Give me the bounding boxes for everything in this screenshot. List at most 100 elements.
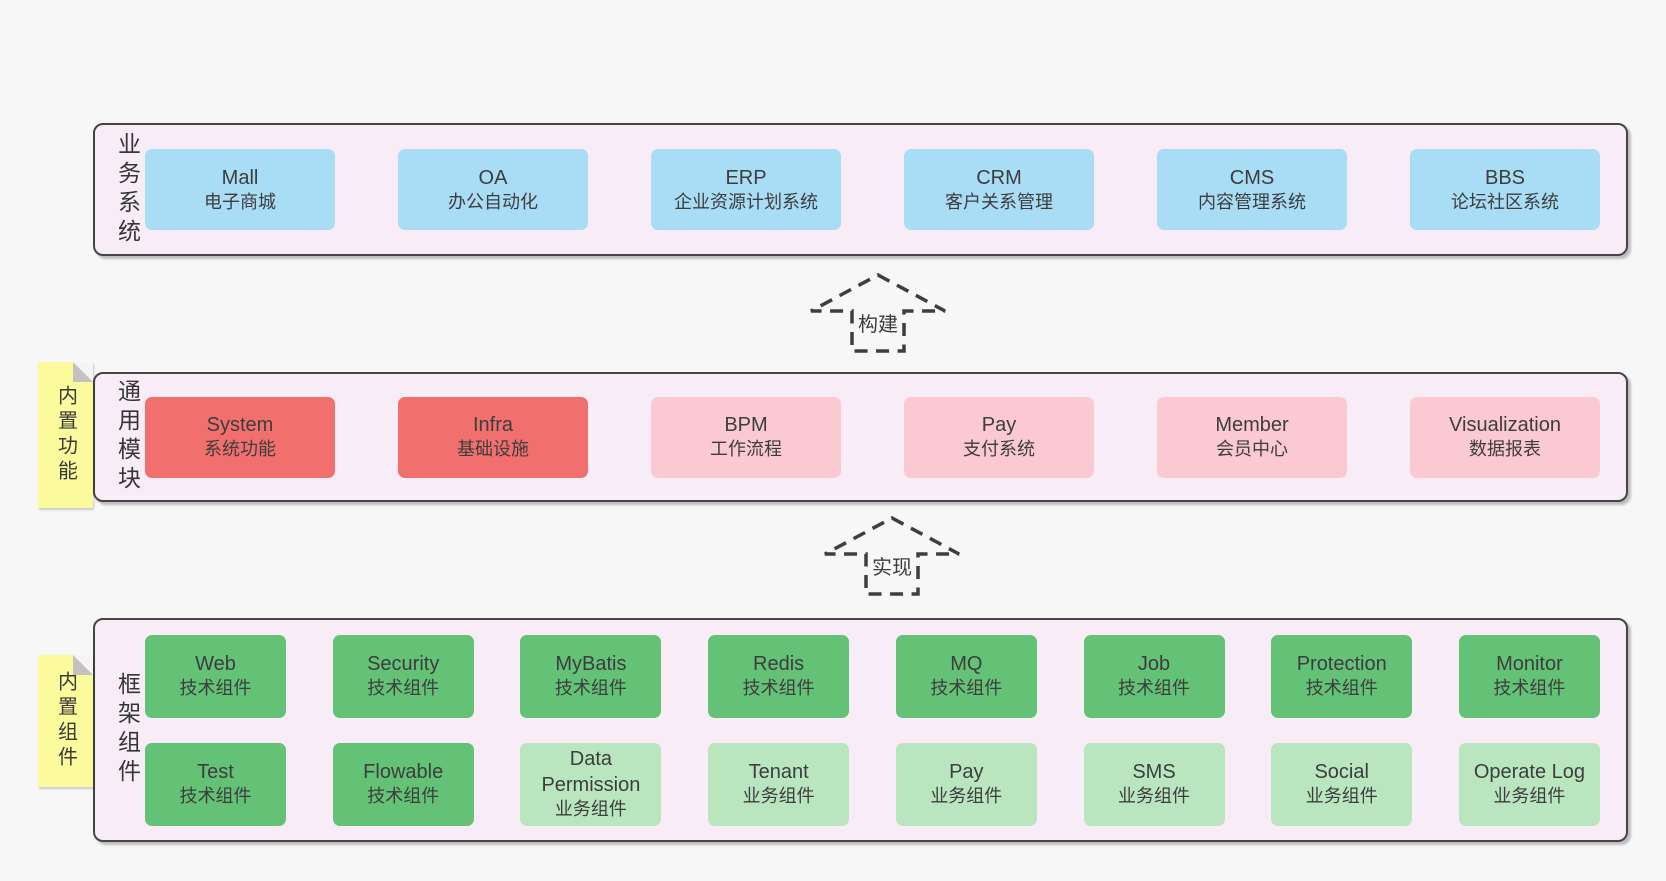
component-box-title: BPM — [724, 414, 768, 437]
component-box-title: Pay — [949, 761, 984, 784]
component-box-title: System — [206, 414, 274, 437]
component-box-subtitle: 技术组件 — [1493, 678, 1566, 699]
sticky-note-builtin-components: 内置组件 — [38, 655, 93, 787]
fold-corner-icon — [73, 362, 93, 382]
panel-label-business-systems: 业务系统 — [109, 132, 145, 248]
component-box-title: Mall — [221, 166, 259, 189]
component-box-title: CMS — [1229, 166, 1275, 189]
component-box-title: Test — [197, 761, 234, 784]
sticky-note-builtin-features: 内置功能 — [38, 362, 93, 508]
component-box-subtitle: 技术组件 — [179, 678, 252, 699]
component-box-subtitle: 技术组件 — [179, 786, 252, 807]
dashed-up-arrow-icon — [810, 273, 946, 353]
component-box-title: Web — [195, 653, 236, 676]
component-box-title: BBS — [1484, 166, 1526, 189]
component-box-title: Infra — [472, 414, 514, 437]
component-box-subtitle: 工作流程 — [710, 439, 782, 460]
component-box-subtitle: 支付系统 — [963, 439, 1035, 460]
sticky-note-text: 内置组件 — [54, 671, 77, 771]
component-box-title: Visualization — [1449, 414, 1561, 437]
component-box-subtitle: 技术组件 — [1118, 678, 1191, 699]
component-box-title: Protection — [1296, 653, 1387, 676]
panel-label-text: 通用模块 — [114, 379, 141, 495]
component-box-subtitle: 技术组件 — [367, 786, 440, 807]
component-box-title: Job — [1137, 653, 1171, 676]
arrow-implement-label: 实现 — [869, 551, 915, 580]
component-box-subtitle: 电子商城 — [204, 191, 276, 212]
component-box-subtitle: 业务组件 — [930, 786, 1003, 807]
component-box-subtitle: 业务组件 — [742, 786, 815, 807]
component-box-subtitle: 基础设施 — [457, 439, 529, 460]
component-box-subtitle: 技术组件 — [367, 678, 440, 699]
fold-corner-icon — [73, 655, 93, 675]
component-box-title: MQ — [950, 653, 983, 676]
component-box-subtitle: 技术组件 — [742, 678, 815, 699]
component-box-title: Data Permission — [541, 748, 641, 797]
component-box-subtitle: 技术组件 — [554, 678, 627, 699]
panel-label-common-modules: 通用模块 — [109, 379, 145, 495]
component-box-subtitle: 客户关系管理 — [945, 191, 1053, 212]
component-box-subtitle: 业务组件 — [1493, 786, 1566, 807]
component-box-title: Operate Log — [1473, 761, 1586, 784]
panel-label-framework-components: 框架组件 — [109, 672, 145, 788]
component-box-subtitle: 论坛社区系统 — [1451, 191, 1559, 212]
arrow-implement: 实现 — [822, 515, 962, 597]
component-box-title: Member — [1215, 414, 1289, 437]
component-box-subtitle: 业务组件 — [1118, 786, 1191, 807]
component-box-subtitle: 技术组件 — [930, 678, 1003, 699]
component-box-title: CRM — [976, 166, 1022, 189]
component-box-title: Social — [1314, 761, 1369, 784]
panel-label-text: 业务系统 — [114, 131, 141, 248]
component-box-subtitle: 业务组件 — [554, 799, 627, 820]
component-box-title: Redis — [753, 653, 805, 676]
component-box-subtitle: 技术组件 — [1305, 678, 1378, 699]
component-box-subtitle: 企业资源计划系统 — [674, 191, 818, 212]
component-box-subtitle: 数据报表 — [1469, 439, 1541, 460]
component-box-title: Security — [367, 653, 440, 676]
panel-label-text: 框架组件 — [114, 672, 141, 788]
arrow-build-label: 构建 — [855, 308, 901, 337]
arrow-build: 构建 — [808, 272, 948, 354]
component-box-subtitle: 业务组件 — [1305, 786, 1378, 807]
component-box-subtitle: 会员中心 — [1216, 439, 1288, 460]
component-box-title: Pay — [981, 414, 1017, 437]
component-box-title: ERP — [725, 166, 767, 189]
component-box-title: MyBatis — [555, 653, 627, 676]
component-box-title: Monitor — [1496, 653, 1563, 676]
